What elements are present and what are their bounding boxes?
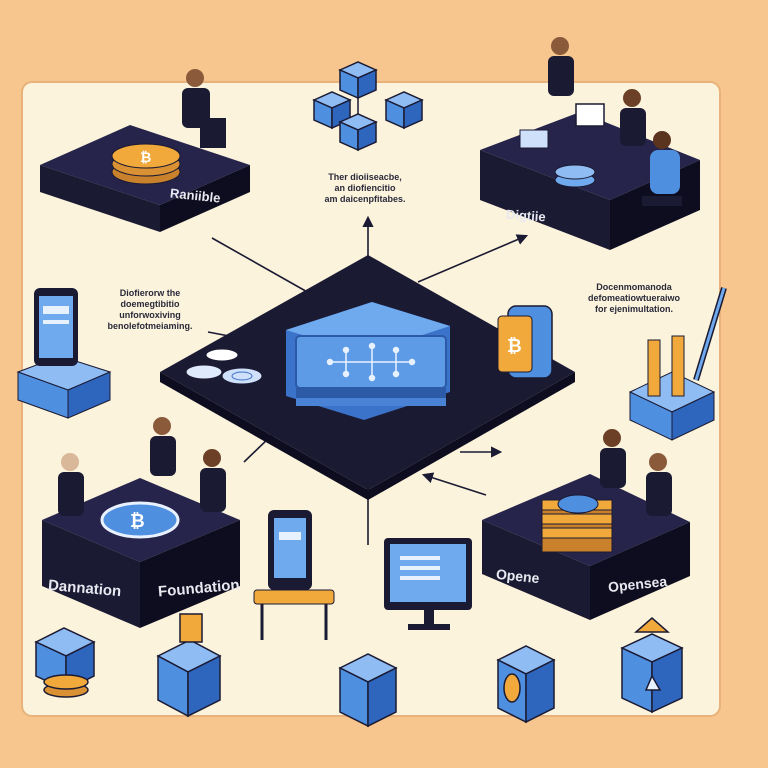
monitor-device xyxy=(384,538,472,630)
note-top: Ther dioiiseacbe, an diofiencitio am dai… xyxy=(300,172,430,205)
blockchain-cubes xyxy=(312,61,424,152)
note-right-line-1: Docenmomanoda xyxy=(596,282,672,292)
note-left-line-4: benolefotmeiaming. xyxy=(107,321,193,331)
phone-device-right: ₿ xyxy=(497,305,553,379)
arrow-opensea xyxy=(421,472,487,496)
arrow-rarible xyxy=(211,237,320,300)
digital-platform xyxy=(480,37,700,250)
arrow-digital xyxy=(417,234,529,283)
note-top-line-1: Ther dioiiseacbe, xyxy=(328,172,402,182)
note-right-line-3: for ejenimultation. xyxy=(594,304,673,314)
opensea-platform xyxy=(482,429,690,620)
tablet-chair xyxy=(253,510,335,640)
note-left-line-3: unforwoxiving xyxy=(119,310,181,320)
note-left: Diofierorw the doemegtibitio unforwoxivi… xyxy=(90,288,210,332)
svg-text:₿: ₿ xyxy=(140,149,151,165)
note-top-line-3: am daicenpfitabes. xyxy=(324,194,406,204)
note-top-line-2: an diofiencitio xyxy=(334,183,396,193)
bottom-objects xyxy=(34,613,684,728)
svg-text:₿: ₿ xyxy=(130,511,145,531)
phone-device-left xyxy=(16,288,112,419)
rarible-platform: ₿ xyxy=(40,69,250,232)
label-digital: Digtiie xyxy=(505,206,547,225)
pen-holder-right xyxy=(628,287,727,441)
note-left-line-2: doemegtibitio xyxy=(120,299,180,309)
note-left-line-1: Diofierorw the xyxy=(119,288,181,298)
svg-text:₿: ₿ xyxy=(507,336,522,356)
central-hub xyxy=(160,255,575,500)
note-right: Docenmomanoda defomeatiowtueraiwo for ej… xyxy=(564,282,704,315)
note-right-line-2: defomeatiowtueraiwo xyxy=(587,293,680,303)
foundation-platform: ₿ xyxy=(42,417,240,628)
